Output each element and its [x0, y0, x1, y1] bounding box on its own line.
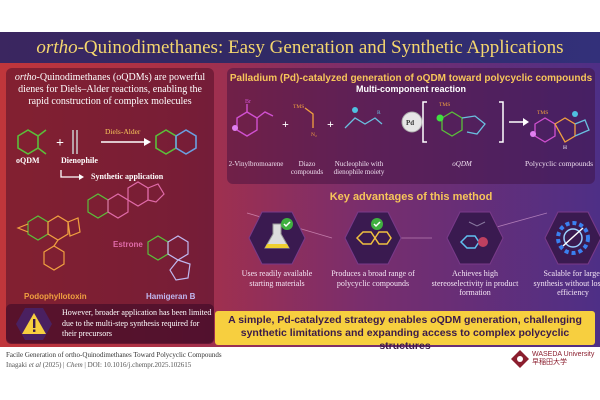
diels-alder-label: Diels-Alder: [105, 127, 141, 136]
warning-box: However, broader application has been li…: [6, 304, 214, 344]
svg-text:+: +: [327, 117, 334, 131]
flask-check-icon: [248, 211, 306, 265]
citation: Inagaki et al (2025) | Chem | DOI: 10.10…: [6, 361, 192, 369]
plus-sign: +: [56, 136, 64, 151]
intro-panel: ortho-Quinodimethanes (oQDMs) are powerf…: [6, 68, 214, 343]
advantage-text-4: Scalable for larger synthesis without lo…: [533, 269, 600, 297]
diels-alder-scheme: +: [17, 129, 197, 180]
br-label: Br: [245, 99, 251, 105]
reaction-title: Palladium (Pd)-catalyzed generation of o…: [229, 73, 593, 84]
advantage-hex-3: [445, 208, 505, 268]
dienophile-label: Dienophile: [61, 156, 98, 165]
waseda-emblem-icon: [511, 350, 529, 368]
svg-text:TMS: TMS: [439, 102, 450, 108]
reaction-subtitle: Multi-component reaction: [356, 84, 466, 94]
oqdm-intermediate-label: oQDM: [452, 160, 472, 168]
intro-text: ortho-Quinodimethanes (oQDMs) are powerf…: [14, 72, 206, 107]
podophyllotoxin-label: Podophyllotoxin: [24, 292, 87, 301]
polycyclic-label: Polycyclic compounds: [524, 159, 594, 168]
natural-product-structures: [16, 181, 191, 281]
warning-icon: [16, 308, 52, 340]
advantage-text-2: Produces a broad range of polycyclic com…: [331, 269, 415, 288]
estrone-label: Estrone: [113, 240, 143, 249]
n2-label: N₂: [311, 132, 317, 138]
reaction-scheme: Br + TMS N₂ + R Pd TMS H TMS: [232, 99, 590, 151]
svg-text:TMS: TMS: [537, 110, 548, 116]
synthetic-application-label: Synthetic application: [91, 172, 164, 181]
page-title: ortho-Quinodimethanes: Easy Generation a…: [0, 32, 600, 63]
advantage-text-1: Uses readily available starting material…: [241, 269, 313, 288]
gear-scale-icon: [544, 211, 600, 265]
paper-title: Facile Generation of ortho-Quinodimethan…: [6, 351, 222, 359]
r-label: R: [377, 110, 381, 116]
advantages-heading: Key advantages of this method: [329, 191, 493, 203]
hamigeran-b-label: Hamigeran B: [146, 292, 196, 301]
advantage-text-3: Achieves high stereoselectivity in produ…: [431, 269, 519, 297]
vinylbromoarene-label: 2-Vinylbromoarene: [228, 160, 284, 168]
tms-label: TMS: [293, 104, 304, 110]
reaction-panel: Palladium (Pd)-catalyzed generation of o…: [227, 68, 595, 184]
advantage-hex-1: [247, 208, 307, 268]
diazo-label: Diazo compounds: [290, 160, 324, 176]
warning-text: However, broader application has been li…: [62, 308, 212, 338]
polycyclic-check-icon: [344, 211, 402, 265]
graphical-abstract: ortho-Quinodimethanes (oQDMs) are powerf…: [0, 63, 600, 352]
stereo-molecule-icon: [446, 211, 504, 265]
conclusion-box: A simple, Pd-catalyzed strategy enables …: [215, 311, 595, 352]
oqdm-label: oQDM: [16, 156, 40, 165]
svg-text:+: +: [282, 117, 289, 131]
pd-catalyst-label: Pd: [406, 119, 414, 127]
advantage-hex-2: [343, 208, 403, 268]
h-label: H: [563, 145, 567, 151]
nucleophile-label: Nucleophile with dienophile moiety: [333, 160, 385, 176]
advantage-hex-4: [543, 208, 600, 268]
